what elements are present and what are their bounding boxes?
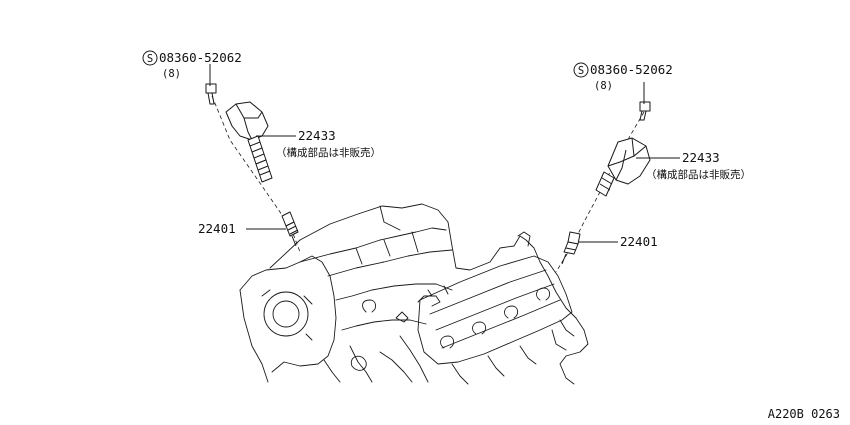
right-standard-part-letter: S [578,65,584,77]
left-callouts: S 08360-52062 (8) 22433 （構成部品は非販売） 22401 [142,50,381,236]
left-coil-assembly [205,83,301,253]
right-bolt-quantity: (8) [594,80,613,92]
left-coil-note: （構成部品は非販売） [276,146,381,159]
left-bolt-quantity: (8) [162,68,181,80]
left-bolt-part-number: 08360-52062 [159,50,242,65]
right-ignition-coil-drawing [595,137,651,197]
left-spark-plug-drawing [281,211,299,247]
left-ignition-coil-drawing [225,101,273,183]
right-bolt-drawing [639,101,651,121]
right-coil-part-number: 22433 [682,150,720,165]
right-bolt-part-number: 08360-52062 [590,62,673,77]
right-coil-assembly [555,101,651,273]
left-plug-part-number: 22401 [198,221,236,236]
right-standard-part-symbol [573,62,589,78]
left-alignment-line [211,95,301,253]
engine-block-drawing [239,203,589,385]
left-coil-part-number: 22433 [298,128,336,143]
left-standard-part-letter: S [147,53,153,65]
right-plug-part-number: 22401 [620,234,658,249]
right-callouts: S 08360-52062 (8) 22433 （構成部品は非販売） 22401 [573,62,751,249]
right-spark-plug-drawing [561,231,581,265]
left-standard-part-symbol [142,50,158,66]
right-coil-note: （構成部品は非販売） [646,168,751,181]
leader-lines [209,64,680,243]
drawing-reference-code: A220B 0263 [768,407,840,421]
left-bolt-drawing [205,83,217,105]
